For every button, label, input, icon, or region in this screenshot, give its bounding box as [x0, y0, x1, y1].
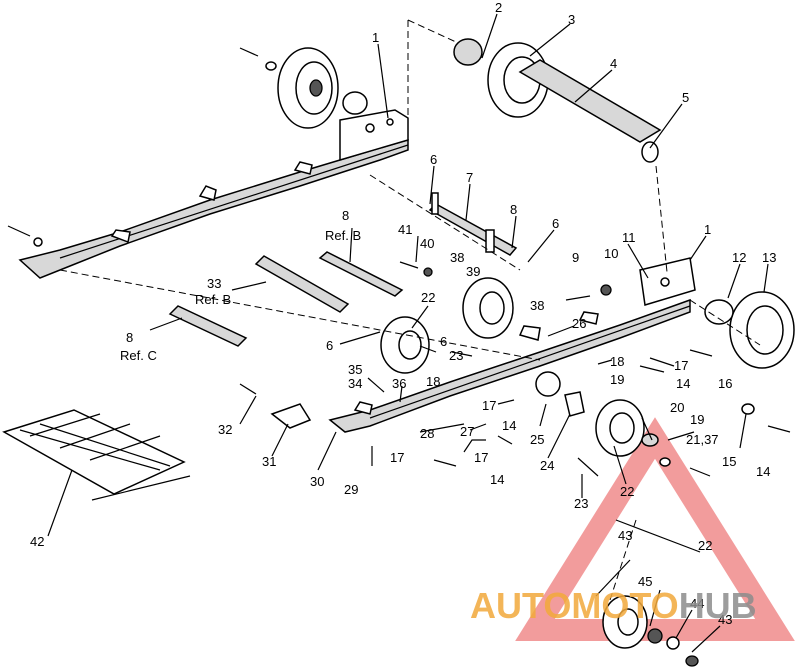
wheel-bottom	[602, 595, 699, 667]
label-17c: 17	[390, 450, 404, 465]
label-38b: 38	[530, 298, 544, 313]
spacer-top	[342, 91, 368, 115]
crossbar-7	[428, 192, 518, 256]
label-15: 15	[722, 454, 736, 469]
label-23a: 23	[449, 348, 463, 363]
label-25: 25	[530, 432, 544, 447]
label-31: 31	[262, 454, 276, 469]
label-18b: 18	[426, 374, 440, 389]
label-33: 33	[207, 276, 221, 291]
label-4: 4	[610, 56, 617, 71]
label-43b: 43	[718, 612, 732, 627]
part-labels: 1 2 3 4 5 6 7 8 6 8 Ref. B 41 40 38 39 9…	[30, 0, 776, 627]
label-36: 36	[392, 376, 406, 391]
label-20: 20	[670, 400, 684, 415]
label-29: 29	[344, 482, 358, 497]
label-6b: 6	[552, 216, 559, 231]
label-44: 44	[690, 596, 704, 611]
arm-24	[535, 371, 585, 417]
label-33-ref: Ref. B	[195, 292, 231, 307]
label-21: 21,37	[686, 432, 719, 447]
label-6d: 6	[326, 338, 333, 353]
track	[2, 409, 191, 501]
label-26: 26	[572, 316, 586, 331]
label-28: 28	[420, 426, 434, 441]
label-7: 7	[466, 170, 473, 185]
label-40: 40	[420, 236, 434, 251]
label-14d: 14	[490, 472, 504, 487]
shaft-ref-b-lower	[254, 255, 350, 313]
label-14a: 14	[676, 376, 690, 391]
svg-text:AUTOMOTOHUB: AUTOMOTOHUB	[470, 585, 757, 626]
label-6c: 6	[440, 334, 447, 349]
shaft-ref-c	[168, 305, 248, 347]
label-10: 10	[604, 246, 618, 261]
guide-lines	[59, 19, 761, 601]
label-22a: 22	[421, 290, 435, 305]
label-14b: 14	[502, 418, 516, 433]
label-9: 9	[572, 250, 579, 265]
label-22b: 22	[620, 484, 634, 499]
watermark-auto: AUTO	[470, 585, 571, 626]
label-32: 32	[218, 422, 232, 437]
label-19a: 19	[610, 372, 624, 387]
label-1a: 1	[372, 30, 379, 45]
label-13: 13	[762, 250, 776, 265]
wheel-lower-left	[380, 316, 430, 374]
label-8a: 8	[510, 202, 517, 217]
watermark-hub: HUB	[679, 585, 757, 626]
wheel-center-bottom	[595, 399, 659, 457]
label-11: 11	[622, 230, 636, 245]
wheel-right	[704, 291, 795, 369]
label-6a: 6	[430, 152, 437, 167]
label-12: 12	[732, 250, 746, 265]
wheel-top-left	[277, 47, 339, 129]
label-17d: 17	[474, 450, 488, 465]
axle-shaft	[453, 38, 662, 163]
label-8b-ref: Ref. B	[325, 228, 361, 243]
watermark-moto: MOTO	[571, 585, 678, 626]
label-5: 5	[682, 90, 689, 105]
leader-lines	[47, 13, 769, 653]
label-42: 42	[30, 534, 44, 549]
label-30: 30	[310, 474, 324, 489]
label-23b: 23	[574, 496, 588, 511]
shaft-ref-b-upper	[318, 251, 404, 297]
label-38a: 38	[450, 250, 464, 265]
bolts	[7, 47, 791, 477]
label-3: 3	[568, 12, 575, 27]
right-rail	[328, 257, 696, 433]
label-27: 27	[460, 424, 474, 439]
label-39: 39	[466, 264, 480, 279]
label-35: 35	[348, 362, 362, 377]
label-17b: 17	[482, 398, 496, 413]
label-16: 16	[718, 376, 732, 391]
label-14c: 14	[756, 464, 770, 479]
label-8b: 8	[342, 208, 349, 223]
label-1b: 1	[704, 222, 711, 237]
label-2: 2	[495, 0, 502, 15]
label-41: 41	[398, 222, 412, 237]
wheel-mid	[462, 277, 514, 339]
label-43a: 43	[618, 528, 632, 543]
watermark-logo: AUTOMOTOHUB	[470, 585, 757, 626]
label-45: 45	[638, 574, 652, 589]
label-22c: 22	[698, 538, 712, 553]
label-34: 34	[348, 376, 362, 391]
label-8c-ref: Ref. C	[120, 348, 157, 363]
label-8c: 8	[126, 330, 133, 345]
label-17a: 17	[674, 358, 688, 373]
label-24: 24	[540, 458, 554, 473]
label-19b: 19	[690, 412, 704, 427]
label-18a: 18	[610, 354, 624, 369]
left-rail	[18, 109, 409, 279]
